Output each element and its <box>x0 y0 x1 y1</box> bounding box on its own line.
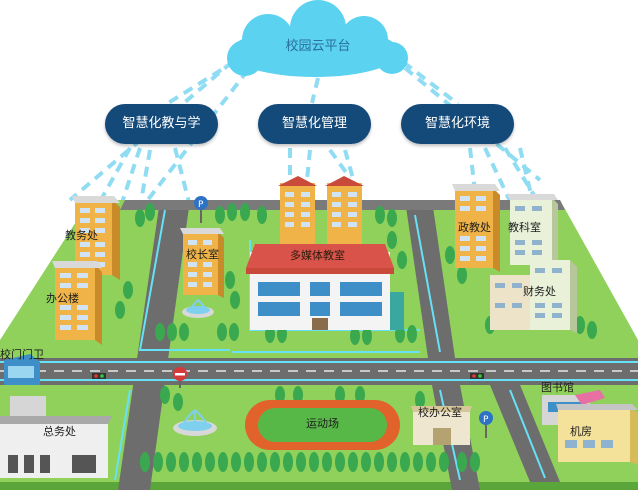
building-xiaobangongshi <box>411 406 472 445</box>
building-bangonglou <box>52 261 102 345</box>
building-duomeiti <box>246 244 404 330</box>
parking-sign-icon: P <box>194 196 208 223</box>
building-menwei <box>4 354 40 385</box>
sports-field <box>245 400 400 450</box>
label-tushuguan: 图书馆 <box>541 381 574 394</box>
pill-smart-teaching: 智慧化教与学 <box>105 104 218 144</box>
svg-text:P: P <box>483 415 489 425</box>
pill-smart-management: 智慧化管理 <box>258 104 371 144</box>
parking-sign-icon: P <box>479 411 493 438</box>
building-jiaokeshi <box>507 194 558 268</box>
cloud-icon <box>227 0 408 77</box>
label-zhengjiaochu: 政教处 <box>458 221 491 234</box>
label-xiaobangongshi: 校办公室 <box>418 406 462 419</box>
cloud-platform-label: 校园云平台 <box>285 39 351 54</box>
label-xiaomenmenwei: 校门门卫 <box>0 348 44 361</box>
label-zongwuchu: 总务处 <box>43 425 76 438</box>
label-bangonglou: 办公楼 <box>46 292 79 305</box>
road-sign-icon <box>173 367 187 388</box>
building-caiwuchu <box>490 260 577 333</box>
fountain-icon <box>182 299 214 318</box>
label-jiaowuchu: 教务处 <box>65 229 98 242</box>
building-towers <box>278 176 364 245</box>
building-zongwuchu <box>0 396 112 478</box>
label-yundongchang: 运动场 <box>306 417 339 430</box>
label-caiwuchu: 财务处 <box>523 285 556 298</box>
label-jiaokeshi: 教科室 <box>508 221 541 234</box>
label-duomeiti: 多媒体教室 <box>290 249 345 262</box>
svg-text:P: P <box>198 200 204 210</box>
label-jifang: 机房 <box>570 425 592 438</box>
label-xiaozhangshi: 校长室 <box>186 248 219 261</box>
building-jifang <box>556 404 638 465</box>
traffic-light-icon <box>92 373 484 379</box>
building-xiaozhangshi <box>180 228 224 298</box>
fountain-icon <box>173 409 217 436</box>
pill-smart-environment: 智慧化环境 <box>401 104 514 144</box>
building-zhengjiaochu <box>452 184 500 272</box>
